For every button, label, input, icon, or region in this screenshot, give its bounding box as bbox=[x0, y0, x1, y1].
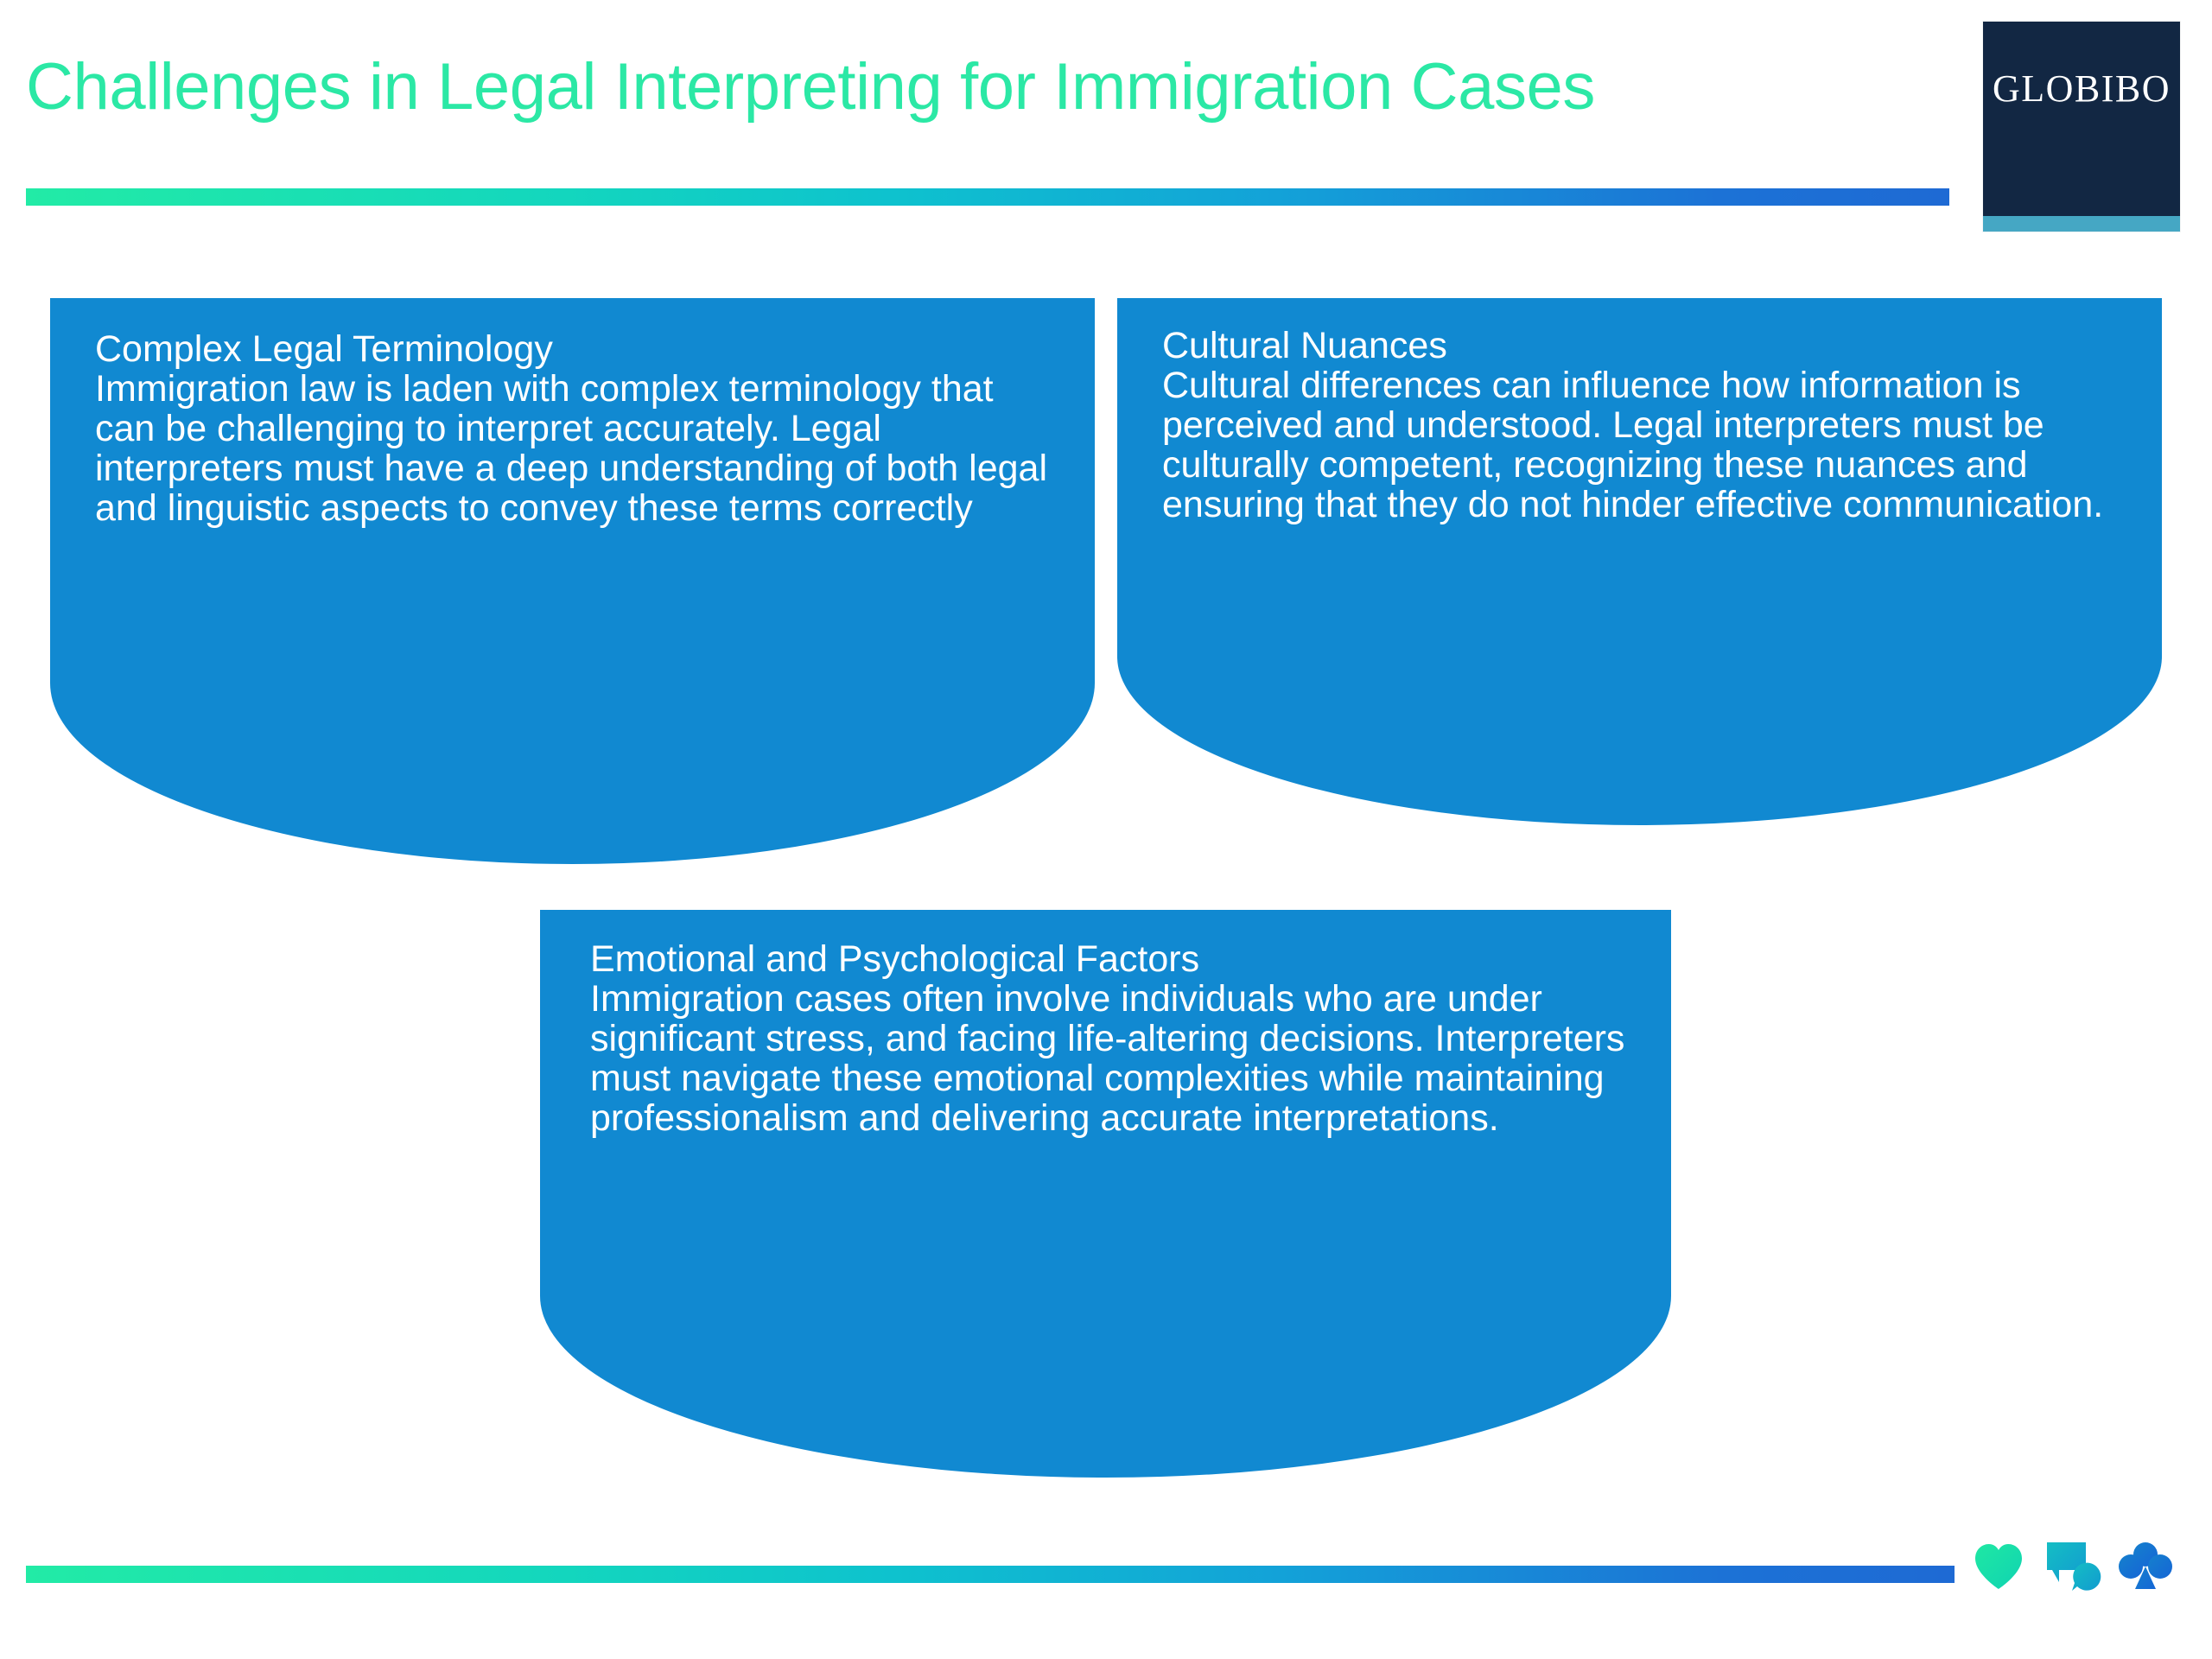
globibo-logo: GLOBIBO bbox=[1983, 22, 2180, 232]
logo-wordmark: GLOBIBO bbox=[1992, 67, 2171, 110]
card-heading: Cultural Nuances bbox=[1162, 325, 1447, 366]
content-card-cultural-nuances: Cultural Nuances Cultural differences ca… bbox=[1117, 298, 2162, 825]
chat-bubbles-icon bbox=[2047, 1542, 2101, 1591]
footer-icon-group bbox=[1972, 1540, 2188, 1609]
header-accent-bar bbox=[26, 188, 1949, 206]
content-card-emotional-and-psychological-factors: Emotional and Psychological Factors Immi… bbox=[540, 910, 1671, 1478]
logo-bottom-strip bbox=[1983, 216, 2180, 232]
heart-icon bbox=[1975, 1544, 2022, 1589]
club-icon bbox=[2119, 1542, 2172, 1589]
card-body: Cultural differences can influence how i… bbox=[1162, 365, 2104, 525]
card-content: Complex Legal Terminology Immigration la… bbox=[50, 298, 1095, 528]
page-title: Challenges in Legal Interpreting for Imm… bbox=[26, 50, 1596, 124]
card-content: Emotional and Psychological Factors Immi… bbox=[540, 910, 1671, 1138]
card-body: Immigration cases often involve individu… bbox=[590, 978, 1625, 1139]
card-body: Immigration law is laden with complex te… bbox=[95, 368, 1048, 529]
card-content: Cultural Nuances Cultural differences ca… bbox=[1117, 298, 2162, 524]
card-heading: Complex Legal Terminology bbox=[95, 328, 553, 370]
content-card-complex-legal-terminology: Complex Legal Terminology Immigration la… bbox=[50, 298, 1095, 864]
card-heading: Emotional and Psychological Factors bbox=[590, 938, 1200, 980]
footer-accent-bar bbox=[26, 1566, 1955, 1583]
